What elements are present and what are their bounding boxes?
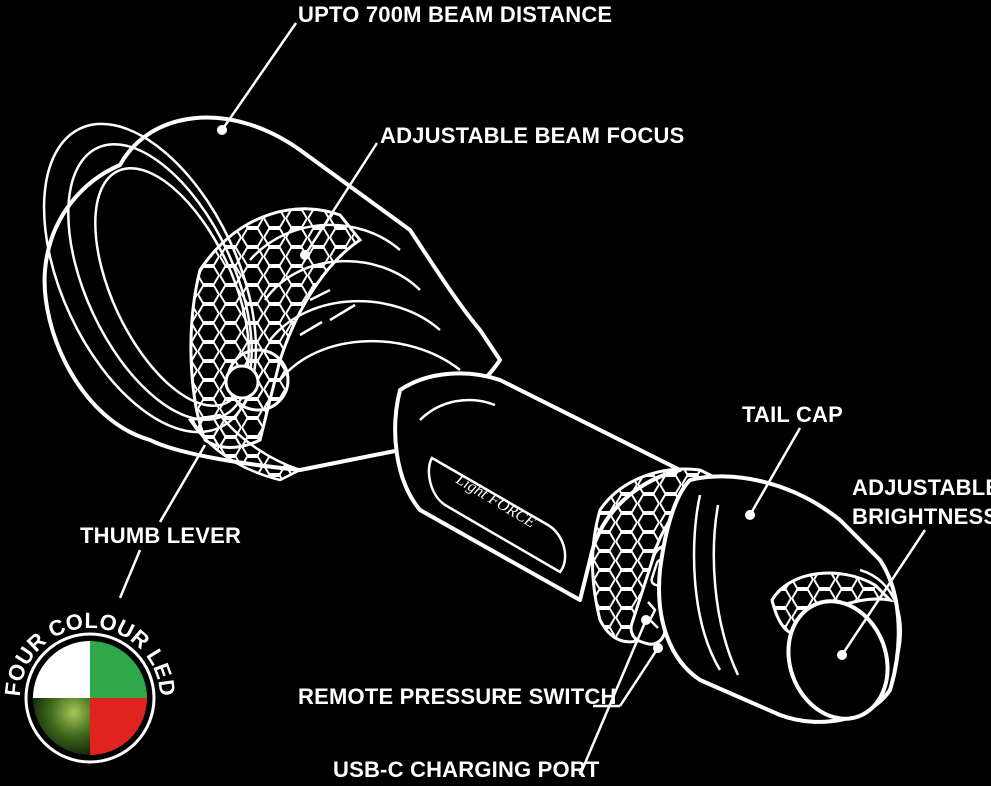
brightness-label-line1: ADJUSTABLE [852,475,991,500]
callout-adjustable-brightness: ADJUSTABLE BRIGHTNESS [837,475,991,660]
remote-pressure-switch-label: REMOTE PRESSURE SWITCH [298,684,617,709]
four-colour-led-badge: FOUR COLOUR LED [0,608,180,764]
callout-beam-focus: ADJUSTABLE BEAM FOCUS [300,123,684,260]
beam-distance-label: UPTO 700M BEAM DISTANCE [298,2,612,27]
usb-c-label: USB-C CHARGING PORT [333,757,600,782]
thumb-lever-label: THUMB LEVER [80,523,241,548]
tail-cap-label: TAIL CAP [742,402,843,427]
callout-thumb-lever: THUMB LEVER [80,444,241,599]
beam-focus-label: ADJUSTABLE BEAM FOCUS [380,123,684,148]
brightness-label-line2: BRIGHTNESS [852,504,991,529]
flashlight-illustration: Light FORCE [42,115,903,724]
callout-remote-pressure-switch: REMOTE PRESSURE SWITCH [298,643,663,709]
callout-beam-distance: UPTO 700M BEAM DISTANCE [217,2,612,135]
callout-usb-c: USB-C CHARGING PORT [333,615,651,782]
callout-tail-cap: TAIL CAP [742,402,843,520]
